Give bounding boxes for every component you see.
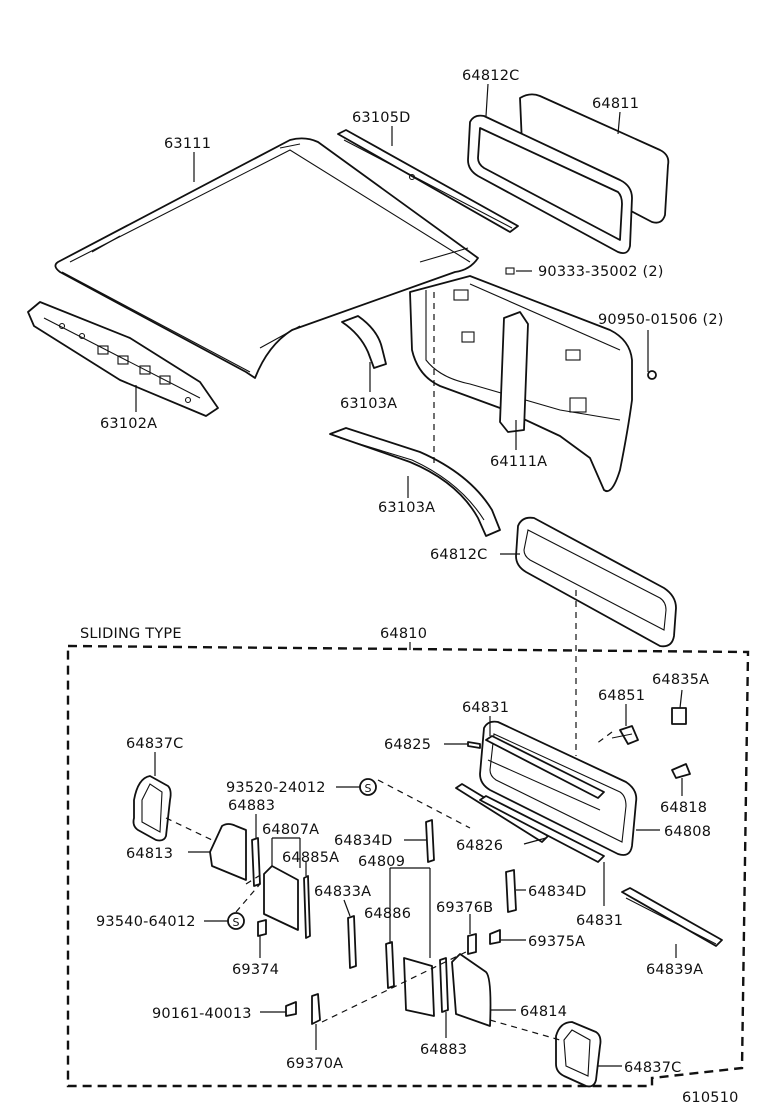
label-64831-lower: 64831 bbox=[576, 913, 623, 929]
roof-bow-rail bbox=[337, 129, 519, 233]
leader-lines bbox=[135, 83, 683, 1067]
label-69374: 69374 bbox=[232, 962, 279, 978]
label-64813: 64813 bbox=[126, 846, 173, 862]
s-clip-upper-symbol: S bbox=[365, 782, 372, 795]
label-63102A: 63102A bbox=[100, 416, 157, 432]
label-64833A: 64833A bbox=[314, 884, 371, 900]
strip-64834D-left bbox=[425, 819, 435, 863]
label-69375A: 69375A bbox=[528, 934, 585, 950]
strip-64833A bbox=[347, 915, 357, 969]
part-labels: 64812C 64811 63105D 63111 90333-35002 (2… bbox=[80, 68, 739, 1106]
label-63103A-lower: 63103A bbox=[378, 500, 435, 516]
screw-90161 bbox=[285, 1001, 297, 1017]
label-63105D: 63105D bbox=[352, 110, 411, 126]
label-63103A-upper: 63103A bbox=[340, 396, 397, 412]
label-69370A: 69370A bbox=[286, 1056, 343, 1072]
section-label: SLIDING TYPE bbox=[80, 626, 182, 642]
stopper-64825 bbox=[467, 741, 481, 749]
slider-glass-64809 bbox=[403, 957, 435, 1017]
back-panel bbox=[409, 267, 657, 492]
roof-side-rail-lower bbox=[329, 427, 501, 537]
label-64839A: 64839A bbox=[646, 962, 703, 978]
label-64809: 64809 bbox=[358, 854, 405, 870]
label-64886: 64886 bbox=[364, 906, 411, 922]
bracket-parts bbox=[611, 707, 691, 779]
rear-window-weatherstrip bbox=[515, 516, 677, 648]
assembly-dashed-lines bbox=[165, 292, 613, 1041]
label-93540: 93540-64012 bbox=[96, 914, 196, 930]
label-64810: 64810 bbox=[380, 626, 427, 642]
label-93520: 93520-24012 bbox=[226, 780, 326, 796]
label-64837C-lower: 64837C bbox=[624, 1060, 681, 1076]
label-90333: 90333-35002 (2) bbox=[538, 264, 664, 280]
rear-glass bbox=[467, 93, 670, 255]
label-90950: 90950-01506 (2) bbox=[598, 312, 724, 328]
label-64834D-right: 64834D bbox=[528, 884, 587, 900]
label-64834D-left: 64834D bbox=[334, 833, 393, 849]
slider-glass-64807A bbox=[263, 865, 299, 931]
bracket-69370A bbox=[311, 993, 321, 1025]
label-64814: 64814 bbox=[520, 1004, 567, 1020]
sliding-rails bbox=[455, 735, 723, 947]
roof-side-rail-upper bbox=[341, 315, 387, 369]
latch-69376B bbox=[467, 933, 477, 955]
strip-64834D-right bbox=[505, 869, 517, 913]
strip-64883-upper bbox=[251, 837, 261, 887]
label-64812C-top: 64812C bbox=[462, 68, 519, 84]
label-64837C-upper: 64837C bbox=[126, 736, 183, 752]
quarter-glass-left bbox=[132, 775, 172, 842]
clip-69374 bbox=[257, 919, 267, 937]
label-64812C-mid: 64812C bbox=[430, 547, 487, 563]
sliding-type-frame bbox=[66, 644, 750, 1088]
label-64883-lower: 64883 bbox=[420, 1042, 467, 1058]
label-64885A: 64885A bbox=[282, 850, 339, 866]
label-64807A: 64807A bbox=[262, 822, 319, 838]
label-64851: 64851 bbox=[598, 688, 645, 704]
slider-glass-64813 bbox=[209, 823, 247, 881]
label-64808: 64808 bbox=[664, 824, 711, 840]
s-clip-upper: S bbox=[359, 778, 377, 796]
label-90161: 90161-40013 bbox=[152, 1006, 252, 1022]
slider-glass-64814 bbox=[451, 953, 492, 1027]
strip-64883-lower bbox=[439, 957, 449, 1013]
label-64811: 64811 bbox=[592, 96, 639, 112]
label-63111: 63111 bbox=[164, 136, 211, 152]
label-69376B: 69376B bbox=[436, 900, 493, 916]
label-64111A: 64111A bbox=[490, 454, 547, 470]
s-clip-lower-symbol: S bbox=[233, 916, 240, 929]
screw-69375A bbox=[489, 929, 501, 945]
label-64825: 64825 bbox=[384, 737, 431, 753]
label-64835A: 64835A bbox=[652, 672, 709, 688]
roof-panel bbox=[54, 137, 479, 379]
strip-64885A bbox=[303, 875, 311, 939]
s-clip-lower: S bbox=[227, 912, 245, 930]
label-64883-upper: 64883 bbox=[228, 798, 275, 814]
label-64826: 64826 bbox=[456, 838, 503, 854]
front-header-panel bbox=[27, 301, 219, 417]
label-64818: 64818 bbox=[660, 800, 707, 816]
figure-code: 610510 bbox=[682, 1090, 739, 1106]
strip-64886 bbox=[385, 941, 395, 989]
quarter-glass-right bbox=[555, 1021, 602, 1088]
label-64831-upper: 64831 bbox=[462, 700, 509, 716]
